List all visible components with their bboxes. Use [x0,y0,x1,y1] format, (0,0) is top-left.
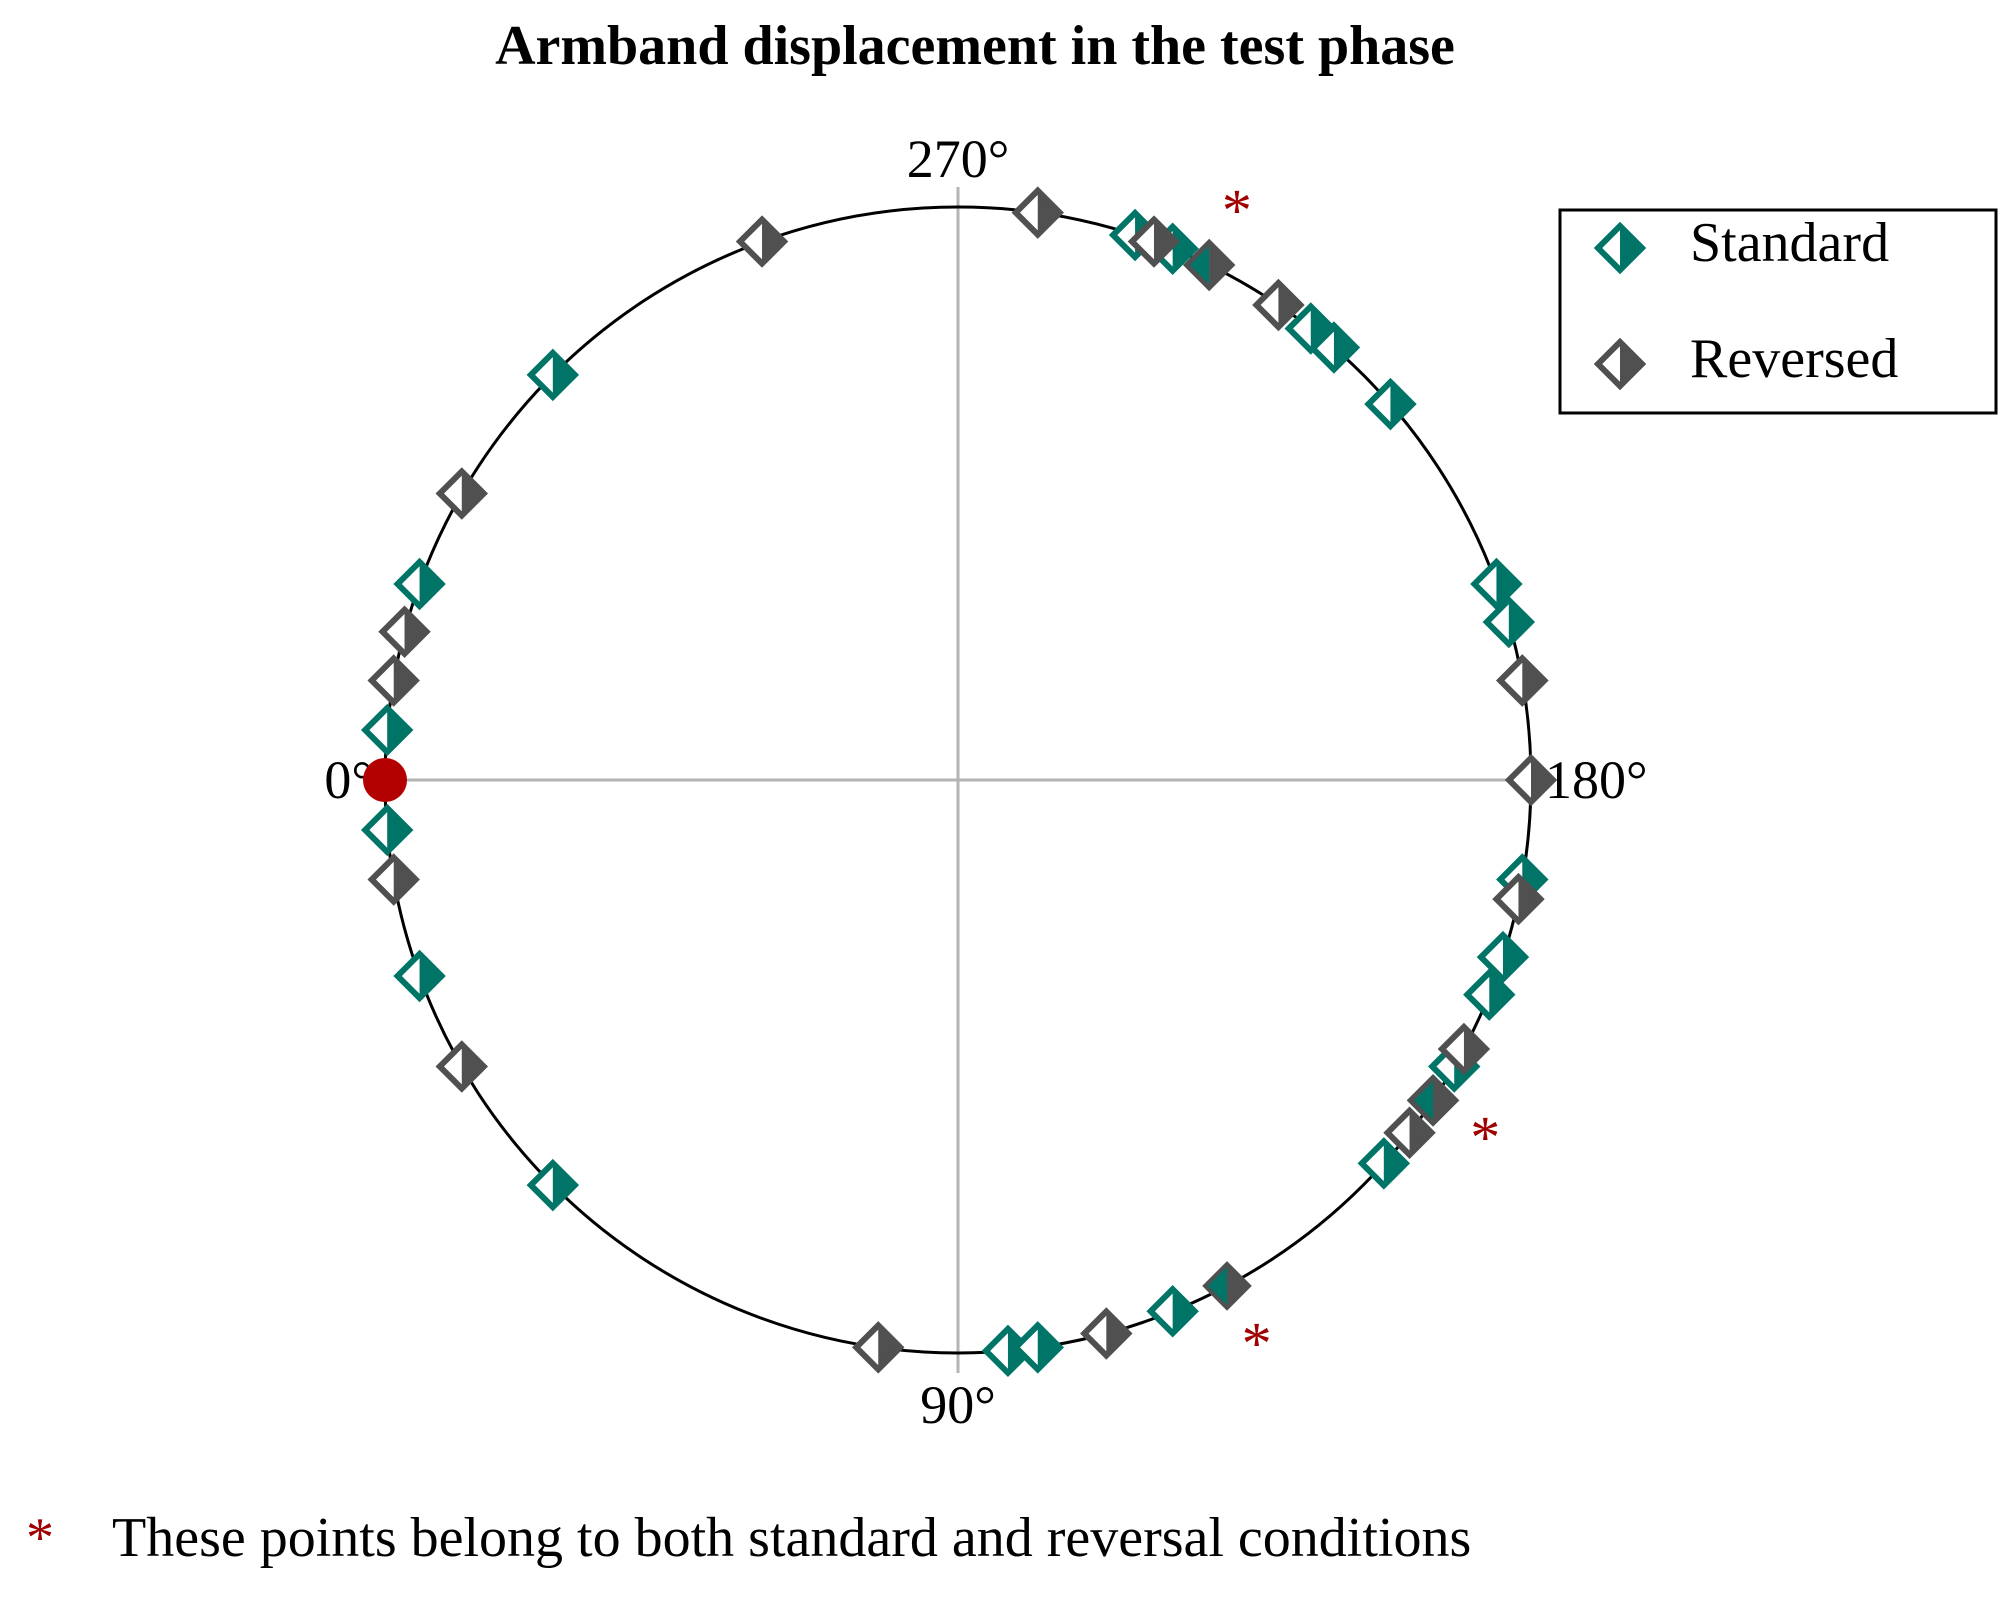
marker-reversed-9 [1383,1106,1436,1160]
marker-standard-20 [1284,302,1338,355]
reference-point [363,758,407,802]
chart-title: Armband displacement in the test phase [495,15,1455,77]
marker-reversed-0 [367,654,420,707]
marker-standard-5 [526,348,580,402]
marker-reversed-2 [367,853,420,906]
marker-reversed-11 [1492,872,1545,926]
marker-standard-2 [393,949,446,1003]
marker-reversed-3 [435,467,489,520]
marker-standard-9 [1357,1137,1411,1190]
angle-tick-270: 270° [907,129,1010,189]
legend-marker-reversed-glyph [1593,337,1647,391]
marker-both-0 [1202,1261,1252,1311]
asterisk-1: * [1470,1105,1500,1171]
angle-tick-90: 90° [920,1375,996,1435]
marker-standard-18 [1364,377,1417,431]
marker-standard-16 [1482,595,1536,649]
marker-reversed-16 [1252,278,1305,332]
marker-reversed-10 [1437,1022,1491,1076]
marker-standard-13 [1476,930,1530,984]
asterisk-2: * [1222,177,1252,243]
marker-both-2 [1184,240,1235,290]
marker-reversed-15 [1127,215,1181,268]
marker-reversed-13 [1496,654,1549,707]
marker-reversed-5 [735,215,789,268]
marker-reversed-17 [1011,186,1064,239]
footnote-text: These points belong to both standard and… [112,1507,1471,1569]
marker-standard-4 [526,1158,580,1212]
asterisk-0: * [1242,1311,1272,1377]
footnote-asterisk: * [26,1507,54,1569]
marker-standard-8 [1146,1285,1199,1338]
marker-both-1 [1408,1075,1458,1126]
legend-label-standard: Standard [1690,212,1889,274]
chart-grid [365,187,1551,1373]
legend-label-reversed: Reversed [1690,328,1898,390]
legend-marker-standard [1593,221,1647,275]
marker-standard-3 [393,557,446,611]
marker-reversed-12 [1504,753,1558,807]
marker-reversed-6 [852,1321,905,1374]
marker-standard-17 [1470,557,1523,611]
marker-reversed-4 [435,1040,489,1093]
legend-marker-standard-glyph [1593,221,1647,275]
legend: Standard Reversed [1558,208,1998,415]
legend-marker-reversed [1593,337,1647,391]
angle-tick-180: 180° [1545,750,1648,810]
marker-standard-7 [1011,1321,1064,1374]
marker-standard-12 [1463,968,1516,1021]
marker-standard-0 [360,803,414,857]
marker-reversed-1 [378,605,431,658]
both-conditions-markers: * * * [1184,177,1500,1377]
marker-reversed-7 [1080,1307,1133,1360]
marker-standard-1 [360,703,414,757]
